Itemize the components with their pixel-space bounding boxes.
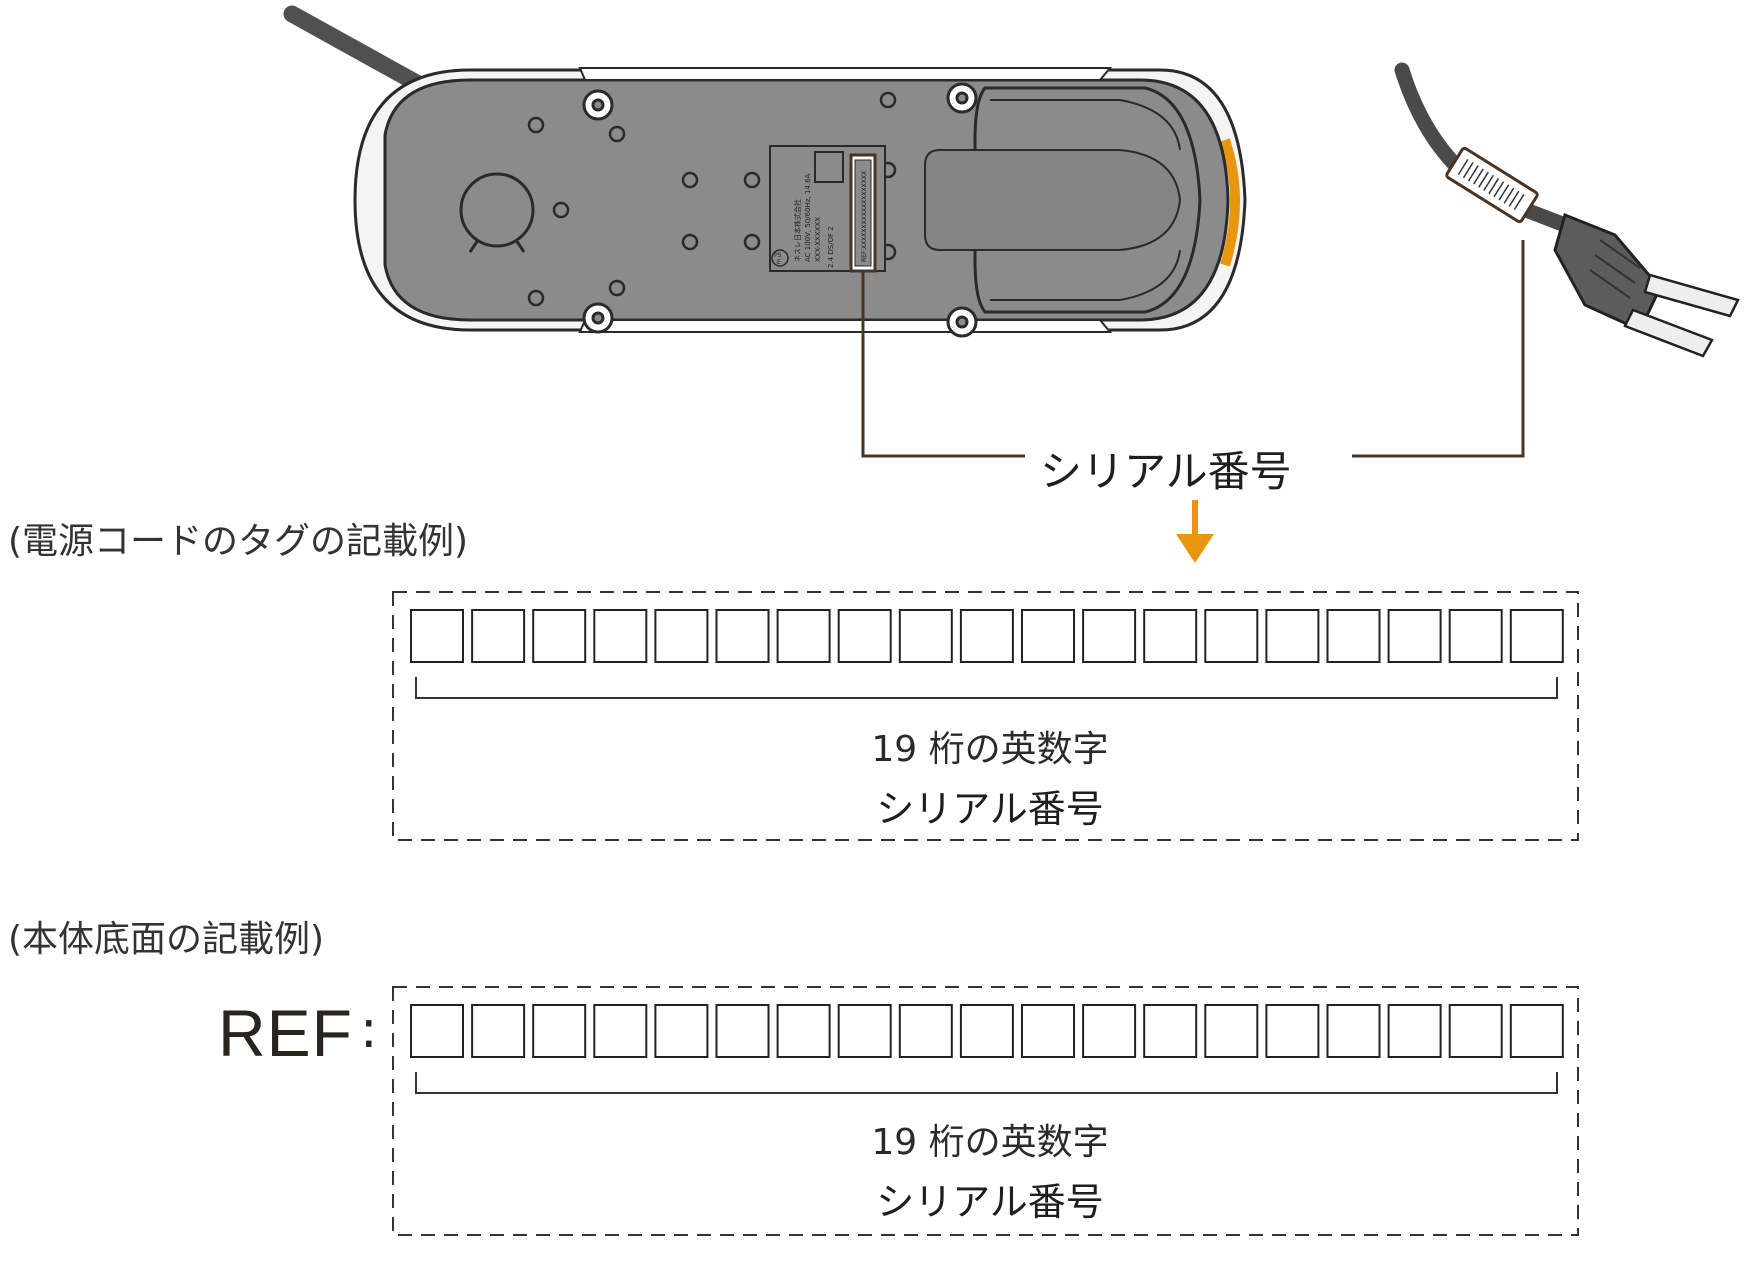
pse-mark-e: E (777, 259, 781, 266)
section1-digit-boxes (410, 609, 1564, 663)
section2-dashed-frame (392, 986, 1579, 1236)
cord-tag (1445, 146, 1539, 224)
plug-body (1553, 212, 1662, 332)
plug-prong-upper (1643, 273, 1740, 318)
section1-bracket (415, 677, 1558, 699)
digit-box (1387, 609, 1442, 663)
coffee-machine-bottom-view: ネスレ日本株式会社 AC 100V, 50/60Hz, 14.6A XXX-XX… (283, 5, 1247, 338)
digit-box (1204, 1004, 1259, 1058)
digit-box (471, 1004, 526, 1058)
base-ref-text: REF:XXXXXXXXXXXXXXXXXXX (861, 171, 868, 262)
digit-box (898, 1004, 953, 1058)
leader-from-plug (1352, 240, 1525, 458)
digit-box (837, 609, 892, 663)
down-arrow-icon (1176, 500, 1214, 563)
section2-bracket (415, 1072, 1558, 1094)
callout-serial-label: シリアル番号 (1040, 447, 1292, 496)
section1-dashed-frame (392, 591, 1579, 841)
digit-box (959, 1004, 1014, 1058)
digit-box (654, 1004, 709, 1058)
digit-box (1143, 1004, 1198, 1058)
digit-box (1265, 1004, 1320, 1058)
leader-from-base (861, 271, 1025, 458)
rating-model-text: 2.4 DS/OF 2 (827, 226, 835, 268)
section2-description: 19 桁の英数字 (871, 1122, 1109, 1163)
digit-box (1082, 609, 1137, 663)
digit-box (1265, 609, 1320, 663)
digit-box (1387, 1004, 1442, 1058)
digit-box (1143, 609, 1198, 663)
section2-digit-boxes (410, 1004, 1564, 1058)
section1-label: (電源コードのタグの記載例) (8, 521, 469, 562)
digit-box (532, 609, 587, 663)
digit-box (837, 1004, 892, 1058)
digit-box (1021, 1004, 1075, 1058)
digit-box (776, 1004, 831, 1058)
section2-ref-prefix: REF (218, 996, 353, 1070)
digit-box (1326, 1004, 1381, 1058)
rating-spec-text: AC 100V, 50/60Hz, 14.6A (804, 173, 812, 262)
power-cord-right (1394, 62, 1573, 233)
screws (582, 82, 978, 338)
digit-box (471, 609, 526, 663)
digit-box (1082, 1004, 1137, 1058)
digit-box (1448, 1004, 1503, 1058)
digit-box (1509, 609, 1564, 663)
section1-description: 19 桁の英数字 (871, 729, 1109, 770)
digit-box (1326, 609, 1381, 663)
holes (527, 91, 897, 307)
digit-box (776, 609, 831, 663)
digit-box (410, 609, 464, 663)
section2-caption: シリアル番号 (876, 1180, 1104, 1224)
digit-box (715, 609, 770, 663)
leader-lines (861, 240, 1525, 458)
section2-label: (本体底面の記載例) (8, 919, 325, 960)
digit-box (654, 609, 709, 663)
plug-prong-lower (1623, 308, 1714, 358)
digit-box (959, 609, 1014, 663)
section1-caption: シリアル番号 (876, 787, 1104, 831)
digit-box (1204, 609, 1259, 663)
digit-box (532, 1004, 587, 1058)
section2-ref-colon: : (360, 1000, 378, 1060)
device-accent-edge (1220, 138, 1240, 267)
digit-box (593, 609, 648, 663)
digit-box (1448, 609, 1503, 663)
rating-maker-text: ネスレ日本株式会社 (793, 199, 802, 262)
power-plug (1394, 62, 1740, 358)
digit-box (715, 1004, 770, 1058)
digit-box (410, 1004, 464, 1058)
digit-box (1021, 609, 1075, 663)
pse-mark-ps: PS (774, 252, 782, 259)
digit-box (593, 1004, 648, 1058)
digit-box (1509, 1004, 1564, 1058)
rating-code-text: XXX-XXXXXX (814, 217, 822, 262)
digit-box (898, 609, 953, 663)
